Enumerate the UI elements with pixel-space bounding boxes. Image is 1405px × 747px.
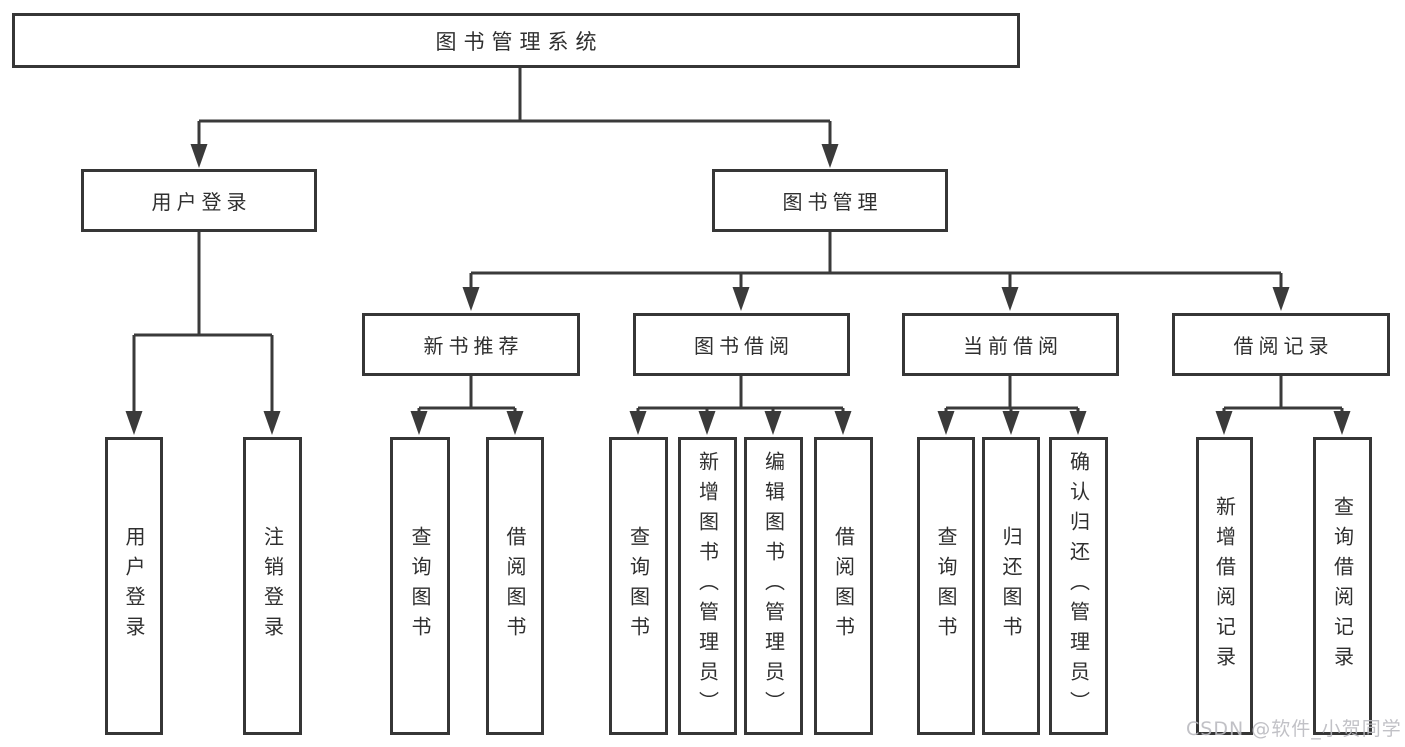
node-label: 查询图书 [934,526,958,646]
leaf-newbook-query-book: 查询图书 [390,437,450,735]
leaf-borrow-edit-book-admin: 编辑图书（管理员） [744,437,803,735]
leaf-logout: 注销登录 [243,437,302,735]
leaf-newbook-borrow-book: 借阅图书 [486,437,544,735]
csdn-watermark: CSDN @软件_小贺同学 [1186,718,1402,740]
leaf-record-query-borrow-record: 查询借阅记录 [1313,437,1372,735]
node-book-borrow: 图书借阅 [633,313,850,376]
node-label: 注销登录 [260,526,285,646]
node-label: 借阅图书 [831,526,856,646]
leaf-current-confirm-return-admin: 确认归还（管理员） [1049,437,1108,735]
leaf-current-return-book: 归还图书 [982,437,1040,735]
node-label: 用户登录 [151,190,252,214]
node-label: 图书管理系统 [435,29,604,54]
node-label: 新书推荐 [423,334,524,358]
node-library-management-system: 图书管理系统 [12,13,1020,68]
node-label: 新增图书（管理员） [695,451,720,721]
node-label: 图书管理 [782,190,883,214]
leaf-borrow-add-book-admin: 新增图书（管理员） [678,437,737,735]
node-label: 确认归还（管理员） [1066,451,1091,721]
leaf-user-login: 用户登录 [105,437,163,735]
node-label: 编辑图书（管理员） [761,451,786,721]
node-label: 查询图书 [408,526,432,646]
node-user-login: 用户登录 [81,169,317,232]
node-label: 查询借阅记录 [1330,496,1355,676]
node-label: 借阅记录 [1233,334,1334,358]
node-label: 查询图书 [626,526,651,646]
node-label: 当前借阅 [963,334,1063,358]
node-label: 归还图书 [999,526,1023,646]
leaf-record-add-borrow-record: 新增借阅记录 [1196,437,1253,735]
node-borrow-record: 借阅记录 [1172,313,1390,376]
leaf-borrow-borrow-book: 借阅图书 [814,437,873,735]
node-label: 用户登录 [122,526,146,646]
leaf-current-query-book: 查询图书 [917,437,975,735]
node-label: 图书借阅 [694,334,794,358]
leaf-borrow-query-book: 查询图书 [609,437,668,735]
node-current-borrow: 当前借阅 [902,313,1119,376]
node-book-management: 图书管理 [712,169,948,232]
node-label: 新增借阅记录 [1212,496,1237,676]
node-label: 借阅图书 [503,526,527,646]
node-new-book-recommend: 新书推荐 [362,313,580,376]
